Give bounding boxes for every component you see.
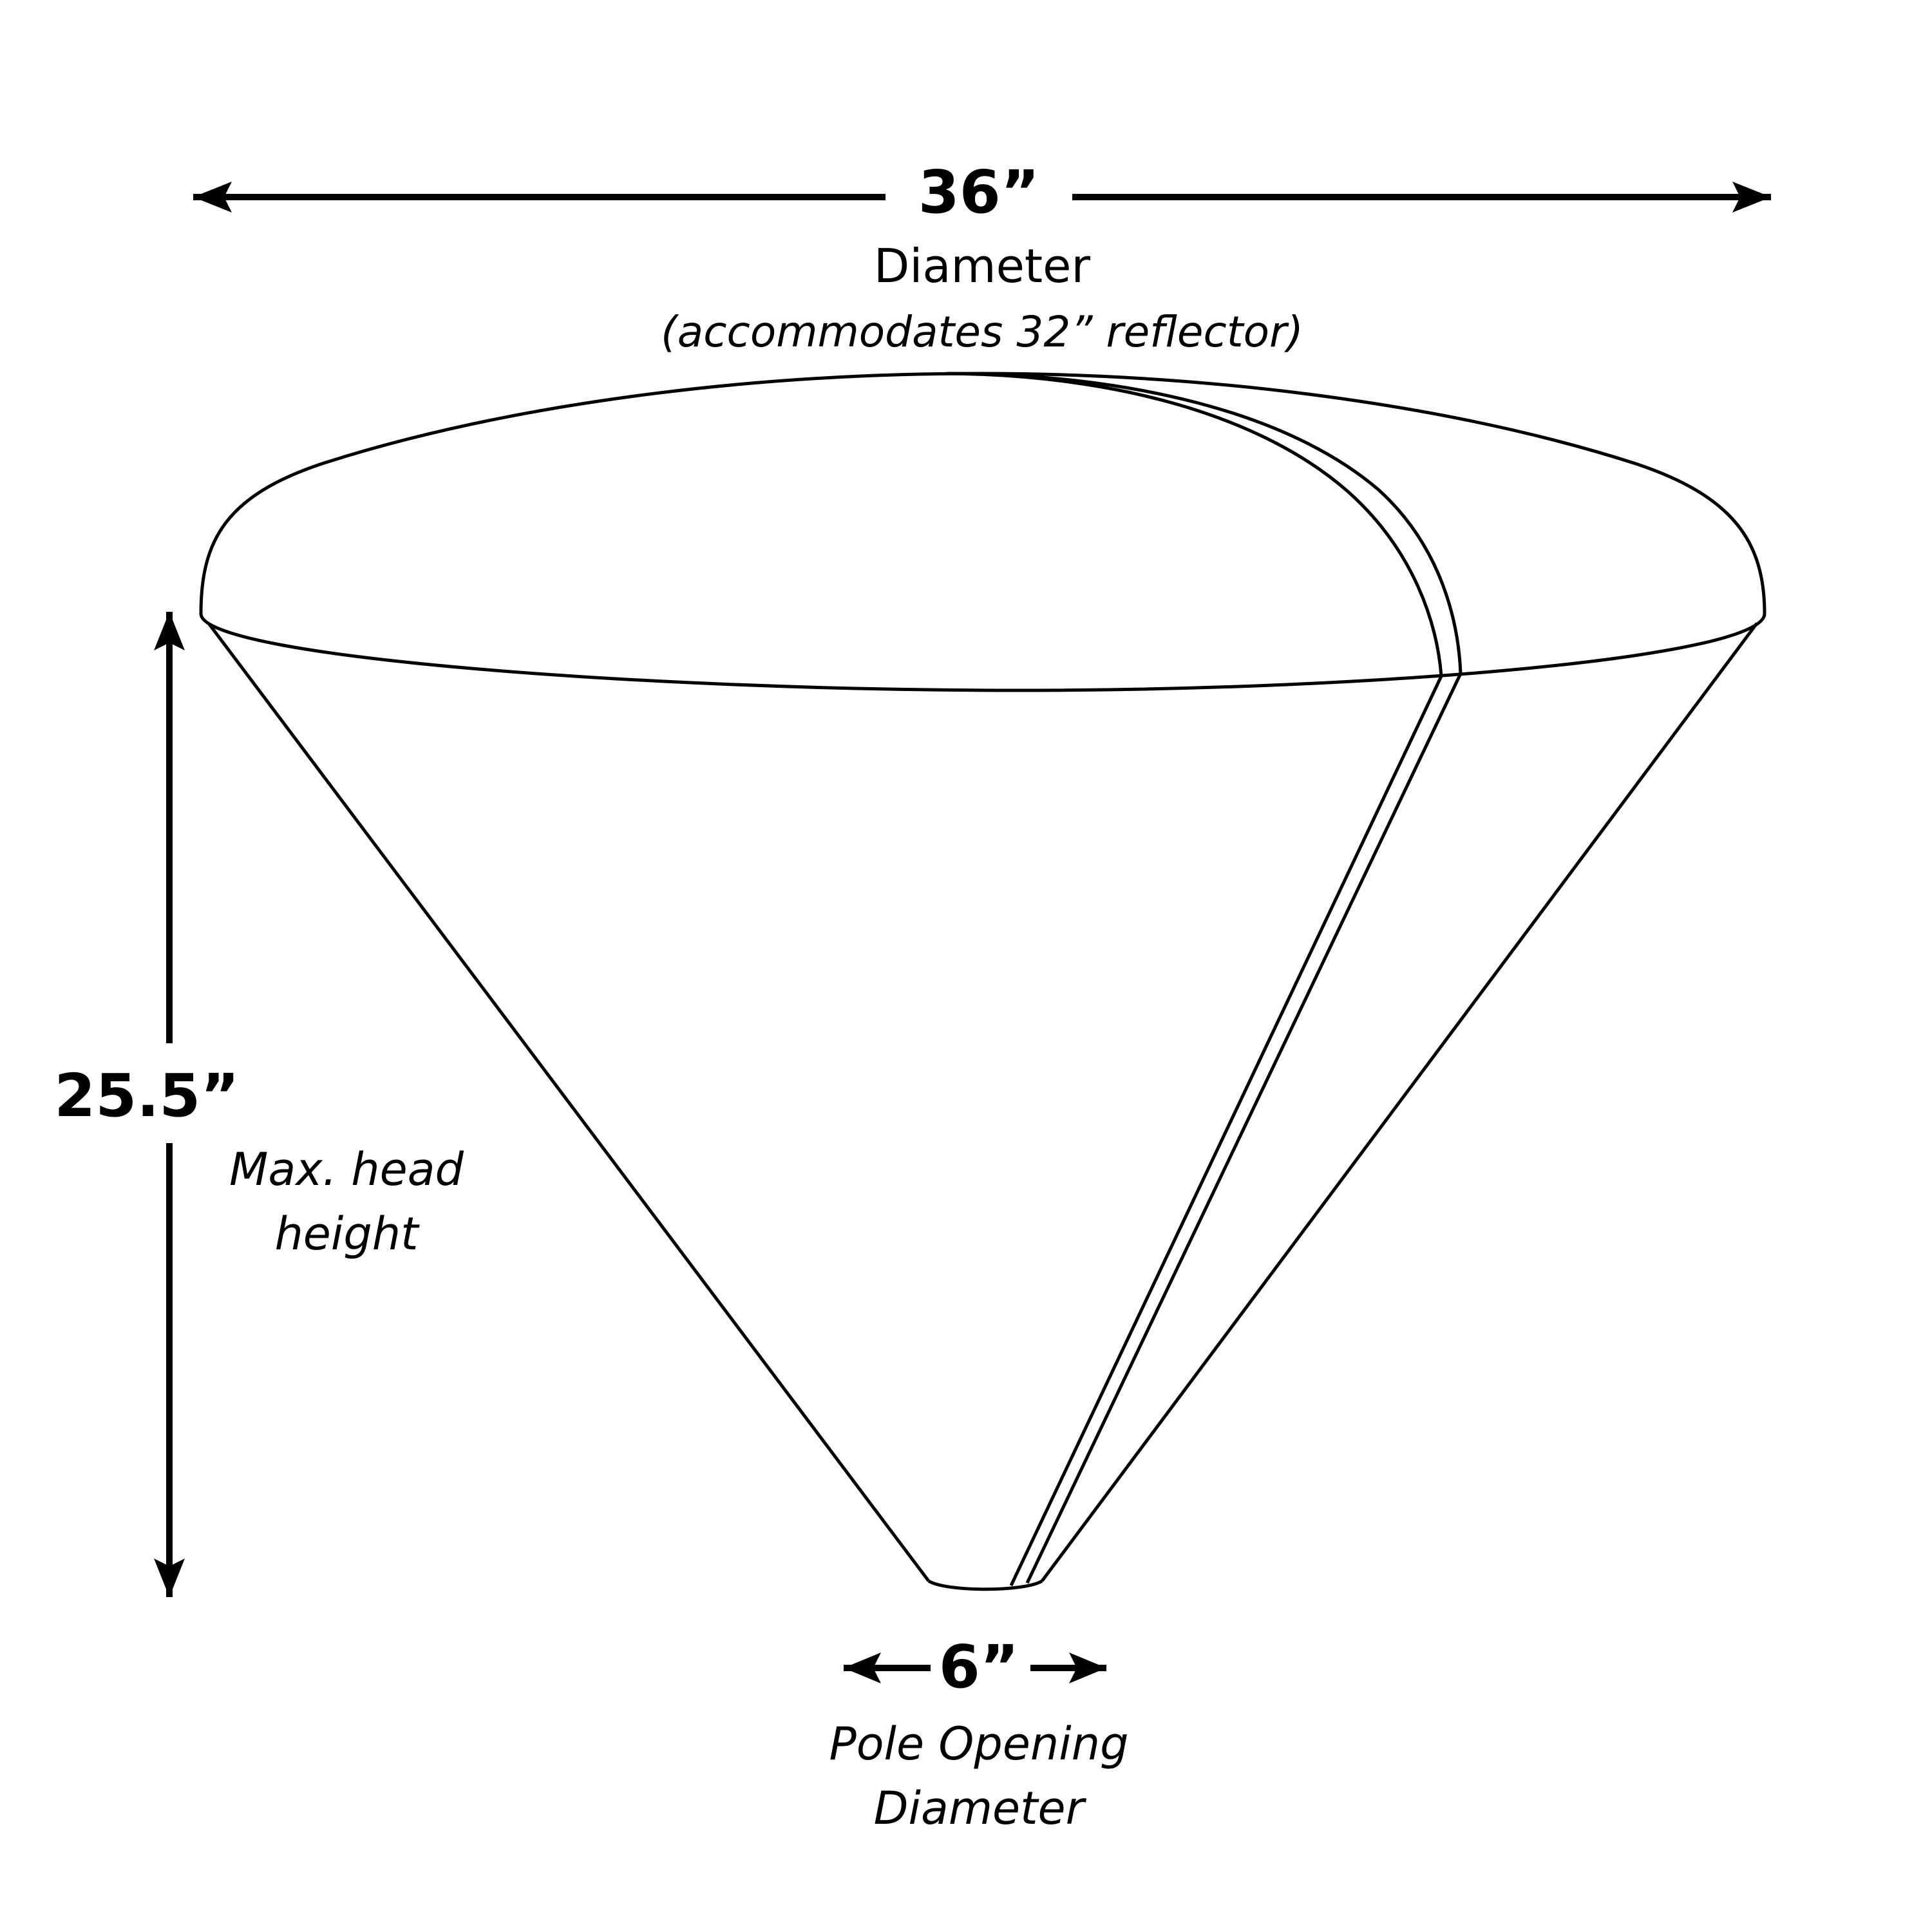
diameter-note: (accommodates 32” reflector) (661, 307, 1303, 357)
height-value: 25.5” (54, 1061, 239, 1130)
height-label-line2: height (274, 1208, 420, 1260)
cover-outline (199, 372, 1766, 1591)
diameter-value: 36” (918, 158, 1040, 227)
height-arrowhead-top (154, 612, 185, 650)
diameter-dimension: 36” Diameter (accommodates 32” reflector… (193, 158, 1771, 357)
cover-seam-cone-outer (1025, 672, 1463, 1584)
cover-cone-right (1040, 622, 1759, 1582)
pole-opening-dimension: 6” Pole Opening Diameter (829, 1633, 1128, 1835)
cover-seam-dome-outer (946, 372, 1463, 674)
cover-top-dome (199, 372, 1766, 614)
pole-arrowhead-right (1069, 1653, 1106, 1683)
cover-pole-opening (927, 1579, 1043, 1591)
cover-rim (199, 613, 1766, 692)
cover-seam-cone-inner (1009, 675, 1443, 1587)
cover-seam-dome-inner (946, 372, 1443, 677)
pole-arrowhead-left (844, 1653, 881, 1683)
diameter-label: Diameter (874, 239, 1091, 293)
pole-opening-label-line2: Diameter (874, 1782, 1087, 1835)
height-arrowhead-bottom (154, 1558, 185, 1597)
diameter-arrowhead-right (1732, 182, 1771, 213)
pole-opening-label-line1: Pole Opening (829, 1718, 1128, 1770)
pole-opening-value: 6” (939, 1633, 1019, 1701)
height-label-line1: Max. head (229, 1143, 464, 1196)
diameter-arrowhead-left (193, 182, 232, 213)
cover-cone-left (207, 622, 930, 1582)
height-dimension: 25.5” Max. head height (54, 612, 464, 1597)
